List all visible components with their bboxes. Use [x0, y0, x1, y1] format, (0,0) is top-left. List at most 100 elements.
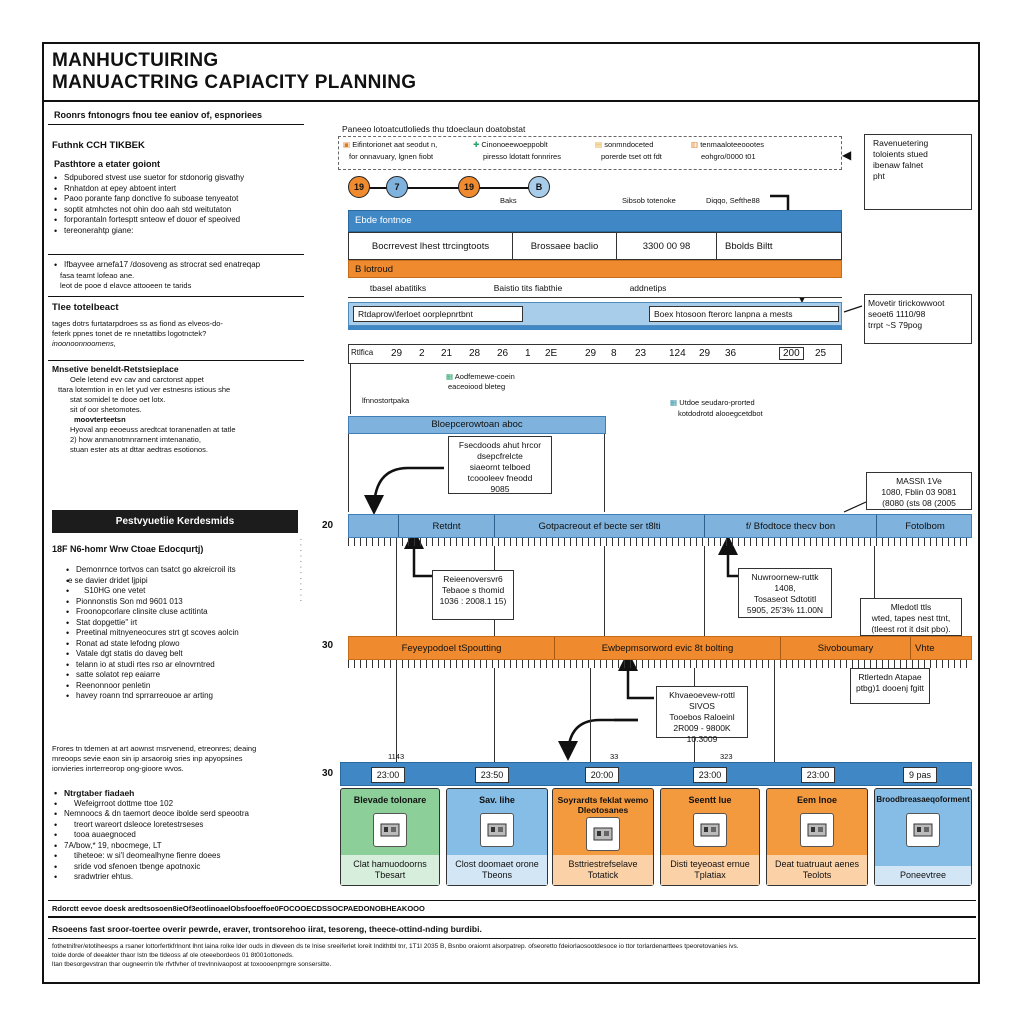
footer-divider — [48, 938, 976, 939]
note-box-b: Nuwroornew-ruttk 1408, Tosaseot Sdtotitl… — [738, 568, 832, 618]
note-text: 9085 — [490, 484, 510, 494]
list-item: tiheteoe: w si'l deomealhyne fienre doee… — [52, 851, 302, 862]
note-text: Tosaseot Sdtotitl — [753, 594, 817, 604]
sidebar-text: Frores tn tdemen at art aownst rnsrvenen… — [52, 744, 257, 753]
sidebar-section-1-list: Sdpubored stvest use suetor for stdonori… — [52, 173, 302, 236]
note-box-right-3: Mledotl ttls wted, tapes nest ttnt, (tle… — [860, 598, 962, 636]
list-item: soptit atmhctes not ohin doo aah std wei… — [52, 205, 302, 216]
legend-item: porerde tset ott fdt — [601, 152, 662, 161]
footer-divider — [48, 900, 976, 901]
sidebar-section-6: Frores tn tdemen at art aownst rnsrvenen… — [52, 744, 312, 774]
summary-card[interactable]: Soyrardts feklat wemo Dleotosanes Bsttri… — [552, 788, 654, 886]
list-item: 7A/bow,* 19, nbocmege, LT — [52, 841, 302, 852]
band-header-1: Ebde fontnoe — [348, 210, 842, 232]
title-divider — [44, 100, 978, 102]
list-item: telann io at studi rtes rso ar elnovrntr… — [64, 660, 302, 671]
note-box-right-2: MASSI\ 1Ve 1080, Fblin 03 9081 (8080 (st… — [866, 472, 972, 510]
list-item: satte solatot rep eaiarre — [64, 670, 302, 681]
guide-line — [874, 546, 875, 636]
list-item: Wefeigrroot dottme ttoe 102 — [52, 799, 302, 810]
summary-card[interactable]: Eem lnoe Deat tuatruaut aenes Teolots — [766, 788, 868, 886]
mid-label: kotdodrotd alooegcetdbot — [678, 409, 763, 418]
legend-item: piresso ldotatt fonnrires — [483, 152, 561, 161]
sidebar-text: stuan ester ats at dttar aedtras esotion… — [70, 445, 208, 454]
legend-item: sonmndoceted — [604, 140, 654, 149]
list-item: Sdpubored stvest use suetor for stdonori… — [52, 173, 302, 184]
note-text: 5905, 25'3% 11.00N — [746, 605, 824, 615]
note-text: seoet6 1110/98 — [868, 309, 926, 319]
summary-card[interactable]: Sav. lihe Clost doomaet orone Tbeons — [446, 788, 548, 886]
sidebar-text: mreoops sevie eaon sin ip arsaoroig srie… — [52, 754, 243, 763]
card-body: Clat hamuodoorns Tbesart — [341, 855, 439, 885]
sidebar-text: leot de pooe d elavce attooeen te tarids — [60, 280, 192, 290]
row-number: 30 — [322, 640, 334, 651]
guide-line — [774, 668, 775, 764]
note-box-top: Ravenuetering toloients stued ibenaw fal… — [864, 134, 972, 210]
note-text: 1408, — [774, 583, 796, 593]
tick-label: 26 — [497, 348, 509, 359]
list-item: forporantaln fortesptt snteow ef douor e… — [52, 215, 302, 226]
band-cell: Bocrrevest lhest ttrcingtoots — [349, 233, 513, 259]
timeline-label: Diqqo, Sefthe88 — [706, 196, 760, 205]
time-label: 23:00 — [371, 767, 405, 783]
sidebar-divider — [48, 360, 304, 361]
summary-card[interactable]: Blevade tolonare Clat hamuodoorns Tbesar… — [340, 788, 440, 886]
note-box-right-1: Movetir tirickowwoot seoet6 1110/98 trrp… — [864, 294, 972, 344]
sidebar-section-7-list: Ntrgtaber fiadaeh Wefeigrroot dottme tto… — [52, 788, 302, 883]
sidebar: Futhnk CCH TIKBEK Pasthtore a etater goi… — [52, 140, 302, 236]
band-header-2: B lotroud — [348, 260, 842, 278]
blue-row: Retdnt Gotpacreout ef becte ser t8lti f/… — [348, 514, 972, 538]
footer-divider — [48, 916, 976, 918]
tick-label: 36 — [725, 348, 737, 359]
note-text: wted, tapes nest ttnt, — [871, 613, 951, 623]
sidebar-section-3: Tlee totelbeact tages dotrs furtatarpdro… — [52, 302, 302, 349]
time-label: 20:00 — [585, 767, 619, 783]
note-text: 1080, Fblin 03 9081 — [881, 487, 957, 497]
band-label-right: Boex htosoon fterorc lanpna a mests — [649, 306, 839, 322]
note-text: 2R009 - 9800K 10.3009 — [673, 723, 731, 744]
hatch-strip — [348, 660, 972, 668]
tick-label: 28 — [469, 348, 481, 359]
list-item: Preetinal mitnyeneocures strt gt scoves … — [64, 628, 302, 639]
blue-row-cell — [349, 515, 399, 537]
machine-icon — [906, 813, 940, 847]
tick-label: 21 — [441, 348, 453, 359]
legend-item: for onnavuary, lgnen fiobt — [349, 152, 434, 161]
footer-line-2: Rsoeens fast sroor-toertee overir pewrde… — [52, 924, 482, 934]
list-item: Froonopcorlare clinsite cluse actitinta — [64, 607, 302, 618]
note-text: Rtlertedn Atapae — [858, 672, 922, 682]
note-text: toloients stued — [873, 149, 928, 159]
timeline-connector — [362, 187, 542, 189]
document-frame: MANHUCTUIRING MANUACTRING CAPIACITY PLAN… — [42, 42, 980, 984]
note-text: siaeornt telboed — [469, 462, 531, 472]
timeline-dot: B — [528, 176, 550, 198]
card-title: Broodbreasaeqoforment — [876, 795, 970, 804]
machine-icon — [373, 813, 407, 847]
band-cell: tbasel abatitiks — [369, 282, 427, 293]
tick-label: 124 — [669, 348, 686, 359]
sidebar-text: stat somidel te dooe oet lotx. — [70, 395, 166, 404]
tick-label: 2E — [545, 348, 558, 359]
guide-line — [348, 434, 349, 512]
guide-line — [604, 434, 605, 512]
sidebar-text: ttara lotemtion in en let yud ver estnes… — [58, 385, 231, 394]
note-box-1: Fsecdoods ahut hrcor dsepcfrelcte siaeor… — [448, 436, 552, 494]
tick-label: 2 — [419, 348, 425, 359]
footer-text: ltan tbesorgevstran thar ougneerrin t/le… — [52, 961, 332, 968]
card-title: Eem lnoe — [796, 795, 837, 805]
time-label: 9 pas — [903, 767, 937, 783]
hatch-strip — [348, 538, 972, 546]
card-body: Clost doomaet orone Tbeons — [447, 855, 547, 885]
summary-card[interactable]: Seentt lue Disti teyeoast ernue Tplatiax — [660, 788, 760, 886]
page-subtitle: Roonrs fntonogrs fnou tee eaniov of, esp… — [54, 110, 263, 120]
note-text: ibenaw falnet — [873, 160, 924, 170]
list-item: Vatale dgt statis do daveg belt — [64, 649, 302, 660]
summary-card[interactable]: Broodbreasaeqoforment Poneevtree — [874, 788, 972, 886]
tick-label: 8 — [611, 348, 617, 359]
mid-label-text: Aodfemewe-coein — [454, 372, 515, 381]
card-title: Blevade tolonare — [353, 795, 427, 805]
tick-label: 323 — [720, 752, 733, 761]
note-text: Khvaeoevew-rottl — [669, 690, 735, 700]
list-item: havey roann tnd sprrarreouoe ar arting — [64, 691, 302, 702]
sidebar-section-4-title: Mnsetive beneldt-Retstsieplace — [52, 364, 179, 374]
